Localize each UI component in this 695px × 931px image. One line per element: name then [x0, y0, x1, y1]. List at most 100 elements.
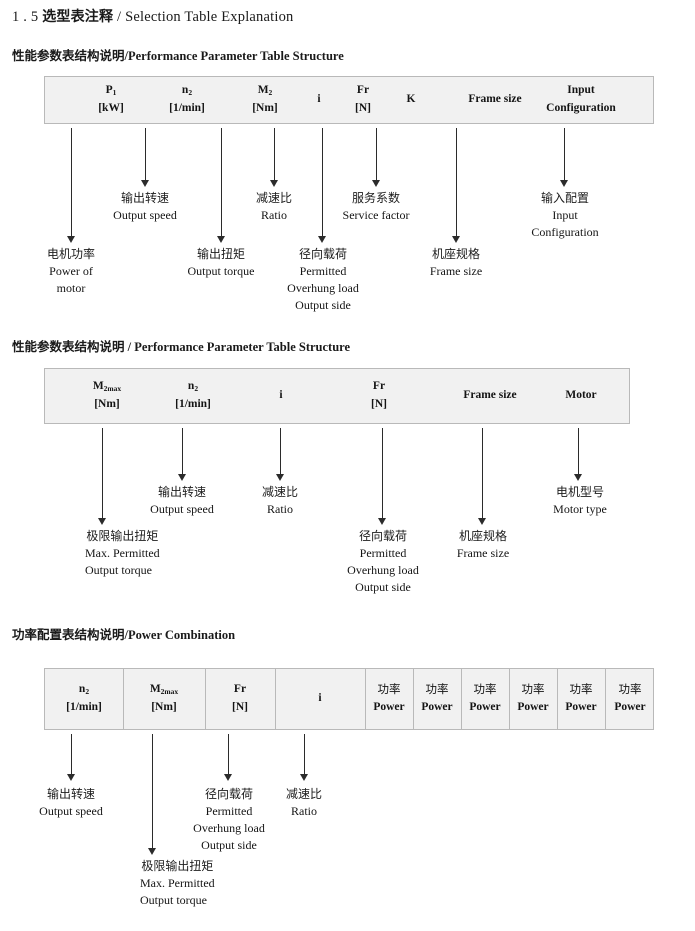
table3-col-fr-unit: [N] — [232, 701, 248, 713]
annotation-t1-output-torque: 输出扭矩 Output torque — [188, 246, 255, 280]
annotation-t1-overhung-load-en-2: Output side — [295, 298, 351, 313]
annotation-t2-motor-type: 电机型号 Motor type — [553, 484, 607, 518]
arrow-head-t2-max-torque — [98, 518, 106, 525]
arrow-stem-t2-output-speed — [182, 428, 183, 476]
annotation-t1-output-speed-en-0: Output speed — [113, 208, 177, 223]
table1-col-fr-symbol: Fr — [356, 84, 370, 97]
table2-col-m2max-symbol: M2max — [92, 380, 122, 394]
table3-col-m2max-symbol: M2max — [149, 683, 179, 697]
section-heading-3: 功率配置表结构说明/Power Combination — [12, 624, 235, 643]
table3-divider-7 — [509, 669, 510, 729]
annotation-t1-input-configuration-en-1: Configuration — [531, 225, 599, 240]
annotation-t2-max-torque-en-0: Max. Permitted — [85, 546, 160, 561]
table3-col-power-2-en: Power — [421, 701, 453, 713]
annotation-t1-output-torque-en-0: Output torque — [187, 264, 255, 279]
arrow-stem-t2-overhung — [382, 428, 383, 520]
table3-divider-8 — [557, 669, 558, 729]
table1-col-n2-symbol: n2 — [181, 84, 193, 98]
arrow-head-t1-service-factor — [372, 180, 380, 187]
table2-col-n2-sub: 2 — [194, 384, 199, 394]
annotation-t3-max-torque-cn: 极限输出扭矩 — [141, 859, 214, 873]
table1-col-frame-size: Frame size — [425, 77, 565, 123]
table3-col-power-5-en: Power — [565, 701, 597, 713]
section-heading-1-cn: 性能参数表结构说明 — [12, 48, 125, 63]
annotation-t2-overhung-load-en-1: Overhung load — [347, 563, 419, 578]
table3-col-m2max-unit: [Nm] — [151, 701, 177, 713]
page-title-en: Selection Table Explanation — [125, 9, 294, 25]
annotation-t3-output-speed-cn: 输出转速 — [46, 787, 95, 801]
arrow-stem-t3-ratio — [304, 734, 305, 776]
table1-col-m2: M2 [Nm] — [223, 77, 307, 123]
annotation-t2-max-torque-cn: 极限输出扭矩 — [86, 529, 159, 543]
table3-col-i-symbol: i — [318, 692, 322, 705]
table2-col-i: i — [251, 369, 311, 423]
table3-col-power-2-cn: 功率 — [425, 682, 449, 697]
performance-parameter-table-1: P1 [kW] n2 [1/min] M2 [Nm] i Fr [N] K Fr… — [44, 76, 654, 124]
arrow-head-t2-overhung — [378, 518, 386, 525]
annotation-t1-input-configuration-en-0: Input — [552, 208, 578, 223]
annotation-t2-ratio-cn: 减速比 — [261, 485, 299, 499]
table3-col-power-1-cn: 功率 — [377, 682, 401, 697]
table3-col-power-3-en: Power — [469, 701, 501, 713]
section-heading-1-separator: / — [124, 49, 128, 63]
table2-col-n2: n2 [1/min] — [145, 369, 241, 423]
annotation-t3-output-speed-en-0: Output speed — [39, 804, 103, 819]
arrow-stem-t2-motor-type — [578, 428, 579, 476]
table3-col-power-4-en: Power — [517, 701, 549, 713]
section-heading-2-en: Performance Parameter Table Structure — [134, 340, 351, 354]
annotation-t2-output-speed-cn: 输出转速 — [157, 485, 206, 499]
page-title-separator: / — [117, 9, 122, 25]
table3-col-m2max: M2max [Nm] — [123, 669, 205, 729]
arrow-head-t3-overhung — [224, 774, 232, 781]
table3-divider-1 — [123, 669, 124, 729]
table3-col-power-6-cn: 功率 — [618, 682, 642, 697]
table1-col-n2-unit: [1/min] — [169, 102, 205, 114]
table3-col-fr-symbol: Fr — [233, 683, 247, 696]
section-number: 1 . 5 — [12, 9, 39, 25]
page-title: 1 . 5 选型表注释 / Selection Table Explanatio… — [12, 6, 294, 26]
annotation-t3-overhung-load-en-0: Permitted — [205, 804, 253, 819]
arrow-stem-t3-output-speed — [71, 734, 72, 776]
arrow-head-t1-frame-size — [452, 236, 460, 243]
table2-col-frame-size: Frame size — [425, 369, 555, 423]
annotation-t3-output-speed: 输出转速 Output speed — [39, 786, 103, 820]
table2-col-i-symbol: i — [279, 389, 283, 402]
arrow-stem-t1-frame-size — [456, 128, 457, 238]
arrow-head-t1-speed — [141, 180, 149, 187]
annotation-t2-frame-size-cn: 机座规格 — [458, 529, 507, 543]
annotation-t3-overhung-load: 径向载荷 Permitted Overhung load Output side — [193, 786, 265, 854]
arrow-stem-t2-ratio — [280, 428, 281, 476]
annotation-t2-max-torque-en-1: Output torque — [85, 563, 152, 578]
arrow-head-t2-output-speed — [178, 474, 186, 481]
arrow-head-t3-ratio — [300, 774, 308, 781]
arrow-stem-t1-service-factor — [376, 128, 377, 182]
arrow-head-t2-ratio — [276, 474, 284, 481]
table3-col-m2max-sub: 2max — [160, 687, 179, 697]
table3-col-i: i — [275, 669, 365, 729]
table1-col-input-configuration-unit: Configuration — [546, 102, 616, 114]
section-heading-2-cn: 性能参数表结构说明 — [12, 339, 125, 354]
arrow-stem-t1-torque — [221, 128, 222, 238]
arrow-head-t3-output-speed — [67, 774, 75, 781]
annotation-t2-overhung-load-en-2: Output side — [355, 580, 411, 595]
table2-col-motor: Motor — [531, 369, 631, 423]
annotation-t2-overhung-load: 径向载荷 Permitted Overhung load Output side — [347, 528, 419, 596]
table3-col-power-6-en: Power — [614, 701, 646, 713]
table3-col-power-6: 功率 Power — [605, 669, 655, 729]
annotation-t3-overhung-load-cn: 径向载荷 — [204, 787, 253, 801]
arrow-head-t1-input-config — [560, 180, 568, 187]
table3-divider-2 — [205, 669, 206, 729]
section-heading-3-en: Power Combination — [128, 628, 236, 642]
table1-col-m2-unit: [Nm] — [252, 102, 278, 114]
table3-col-power-5-cn: 功率 — [569, 682, 593, 697]
table2-col-fr-unit: [N] — [371, 398, 387, 410]
arrow-head-t2-frame-size — [478, 518, 486, 525]
table2-col-n2-unit: [1/min] — [175, 398, 211, 410]
annotation-t1-overhung-load-cn: 径向载荷 — [298, 247, 347, 261]
table1-col-m2-sub: 2 — [268, 88, 273, 98]
table2-col-motor-symbol: Motor — [565, 389, 597, 402]
arrow-stem-t1-speed — [145, 128, 146, 182]
table3-col-power-4: 功率 Power — [509, 669, 557, 729]
arrow-stem-t1-power — [71, 128, 72, 238]
arrow-stem-t3-overhung — [228, 734, 229, 776]
